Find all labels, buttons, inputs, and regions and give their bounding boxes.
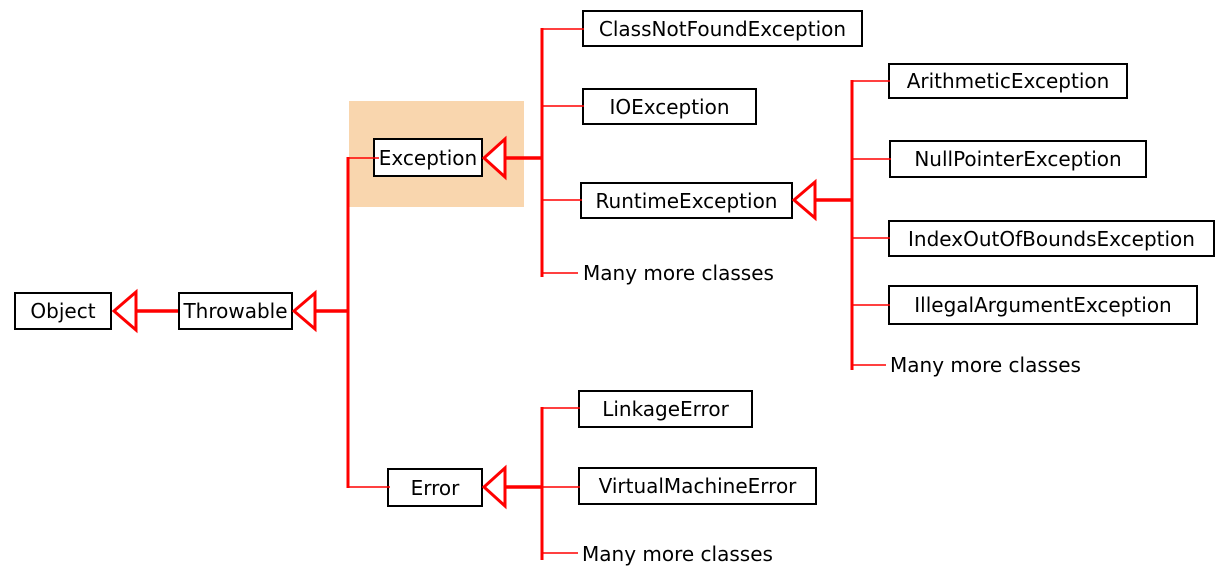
node-null-pointer-exception: NullPointerException — [889, 140, 1147, 178]
node-error: Error — [387, 468, 483, 507]
node-throwable: Throwable — [178, 292, 293, 330]
arrowhead-throwable — [291, 289, 317, 333]
node-runtime-exception: RuntimeException — [580, 182, 793, 219]
label-exception-many-more: Many more classes — [583, 261, 774, 285]
label-error-many-more: Many more classes — [582, 542, 773, 566]
node-exception: Exception — [373, 138, 483, 177]
arrowhead-error — [481, 464, 507, 510]
node-virtual-machine-error: VirtualMachineError — [578, 467, 817, 505]
node-linkage-error: LinkageError — [578, 390, 753, 428]
arrowhead-runtime-exception — [791, 178, 817, 222]
label-runtime-many-more: Many more classes — [890, 353, 1081, 377]
node-io-exception: IOException — [582, 88, 757, 125]
node-class-not-found-exception: ClassNotFoundException — [582, 10, 863, 47]
node-object: Object — [14, 292, 112, 330]
node-illegal-argument-exception: IllegalArgumentException — [888, 285, 1198, 325]
arrowhead-object — [111, 288, 138, 334]
node-index-out-of-bounds-exception: IndexOutOfBoundsException — [888, 220, 1215, 257]
node-arithmetic-exception: ArithmeticException — [888, 63, 1128, 99]
